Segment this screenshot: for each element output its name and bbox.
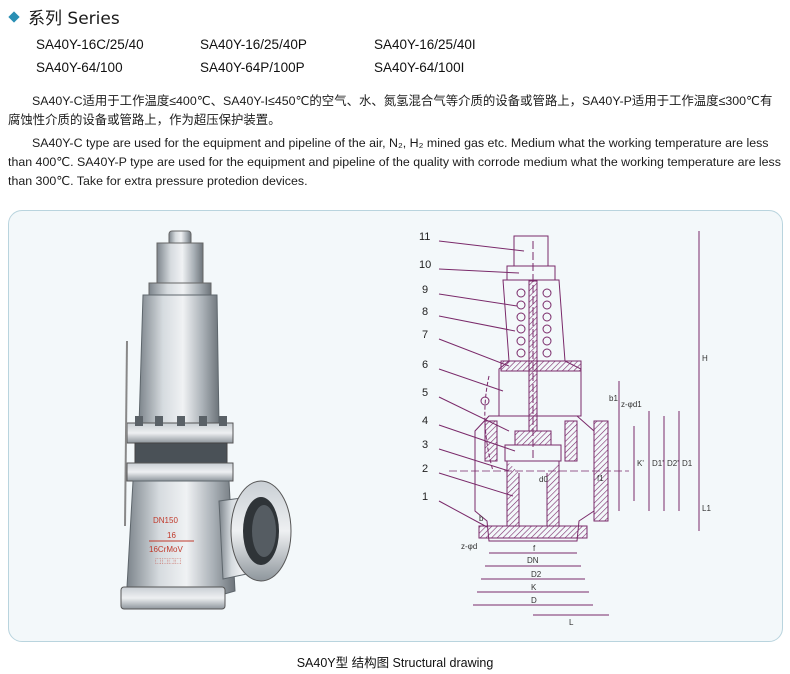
- dimension-labels: H L1 L D K D1 D2 DN f f1 b b1 d0 D1' K' …: [461, 354, 711, 627]
- structural-drawing: [438, 231, 700, 616]
- photo-tag-pressure: 16: [167, 531, 176, 540]
- dim-label: f1: [597, 474, 604, 483]
- valve-photo: DN150 16 16CrMoV ⬚⬚⬚⬚: [120, 230, 292, 610]
- dim-label: D: [531, 596, 537, 605]
- part-number: 9: [422, 284, 428, 296]
- model-item: SA40Y-64/100I: [374, 60, 465, 75]
- part-number: 3: [422, 439, 428, 451]
- dim-label: z-φd: [461, 542, 477, 551]
- part-number: 2: [422, 463, 428, 475]
- photo-tag-material: 16CrMoV: [149, 545, 183, 554]
- model-row: SA40Y-16C/25/40 SA40Y-16/25/40P SA40Y-16…: [36, 33, 476, 56]
- part-number: 8: [422, 306, 428, 318]
- part-number: 1: [422, 491, 428, 503]
- description-chinese: SA40Y-C适用于工作温度≤400℃、SA40Y-I≤450℃的空气、水、氮氢…: [8, 94, 773, 127]
- dim-label: K: [531, 583, 537, 592]
- model-item: SA40Y-64P/100P: [200, 60, 305, 75]
- description-english: SA40Y-C type are used for the equipment …: [8, 136, 781, 188]
- model-item: SA40Y-16C/25/40: [36, 37, 144, 52]
- dim-label: d0: [539, 475, 548, 484]
- part-number-labels: 11 10 9 8 7 6 5 4 3 2 1: [419, 231, 431, 503]
- dim-label: K': [637, 459, 644, 468]
- model-item: SA40Y-64/100: [36, 60, 123, 75]
- svg-text:⬚⬚⬚⬚: ⬚⬚⬚⬚: [155, 558, 181, 565]
- illustration-canvas: DN150 16 16CrMoV ⬚⬚⬚⬚: [120, 230, 711, 627]
- model-item: SA40Y-16/25/40P: [200, 37, 307, 52]
- part-number: 7: [422, 329, 428, 341]
- part-number: 4: [422, 415, 428, 427]
- dim-label: f: [533, 544, 536, 553]
- dim-label: D1': [652, 459, 664, 468]
- diamond-bullet-icon: [8, 10, 20, 23]
- dim-label: DN: [527, 556, 539, 565]
- dim-label: H: [702, 354, 708, 363]
- dim-label: L: [569, 618, 574, 627]
- model-row: SA40Y-64/100 SA40Y-64P/100P SA40Y-64/100…: [36, 56, 476, 79]
- photo-tag-size: DN150: [153, 516, 178, 525]
- dim-label: D2': [667, 459, 679, 468]
- dim-label: b1: [609, 394, 618, 403]
- section-header: 系列 Series: [8, 4, 120, 29]
- model-list: SA40Y-16C/25/40 SA40Y-16/25/40P SA40Y-16…: [36, 33, 476, 79]
- model-item: SA40Y-16/25/40I: [374, 37, 476, 52]
- part-number: 11: [419, 231, 430, 243]
- section-title: 系列 Series: [28, 9, 120, 29]
- dim-label: z-φd1: [621, 400, 642, 409]
- dim-label: D2: [531, 570, 542, 579]
- part-number: 5: [422, 387, 428, 399]
- illustration-panel: DN150 16 16CrMoV ⬚⬚⬚⬚: [8, 210, 783, 642]
- dim-label: D1: [682, 459, 693, 468]
- part-number: 6: [422, 359, 428, 371]
- figure-caption: SA40Y型 结构图 Structural drawing: [296, 656, 494, 670]
- part-number: 10: [419, 259, 431, 271]
- dim-label: L1: [702, 504, 711, 513]
- dim-label: b: [479, 514, 484, 523]
